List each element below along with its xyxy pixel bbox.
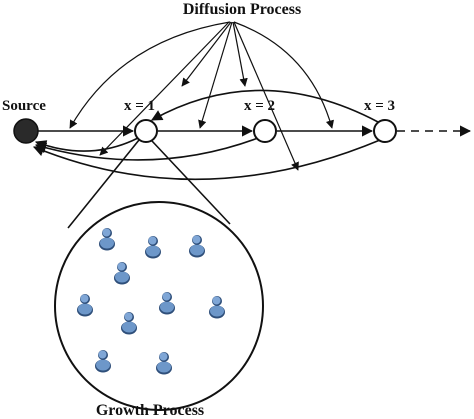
diffusion-arrow-to-x1-x2-edge (198, 21, 233, 129)
zoom-lines (67, 139, 231, 229)
diffusion-arrow-to-source-edge (69, 21, 231, 129)
diffusion-arrow-down-long (233, 21, 299, 171)
diffusion-arrows (69, 21, 334, 171)
x2-label: x = 2 (244, 98, 275, 114)
diffusion-arrow-to-x1-edge (181, 21, 232, 87)
source-node (13, 118, 39, 144)
edge-x3-to-source-arc (32, 139, 381, 181)
growth-process-label: Growth Process (96, 402, 204, 419)
source-label: Source (2, 98, 46, 114)
node-x1 (134, 119, 158, 143)
diffusion-arrow-to-x2-x3-edge (233, 21, 334, 129)
x3-label: x = 3 (364, 98, 395, 114)
node-x2 (253, 119, 277, 143)
edge-x3-to-x1-arc (151, 89, 379, 123)
diffusion-arrow-to-x2 (232, 21, 248, 87)
node-x3 (373, 119, 397, 143)
network-edges (32, 89, 472, 181)
edge-x2-to-source-arc (34, 137, 259, 161)
x1-label: x = 1 (124, 98, 155, 114)
edge-x1-to-source-arc (34, 137, 139, 152)
diffusion-arrow-to-source-back (99, 21, 230, 156)
diffusion-process-label: Diffusion Process (183, 1, 301, 18)
